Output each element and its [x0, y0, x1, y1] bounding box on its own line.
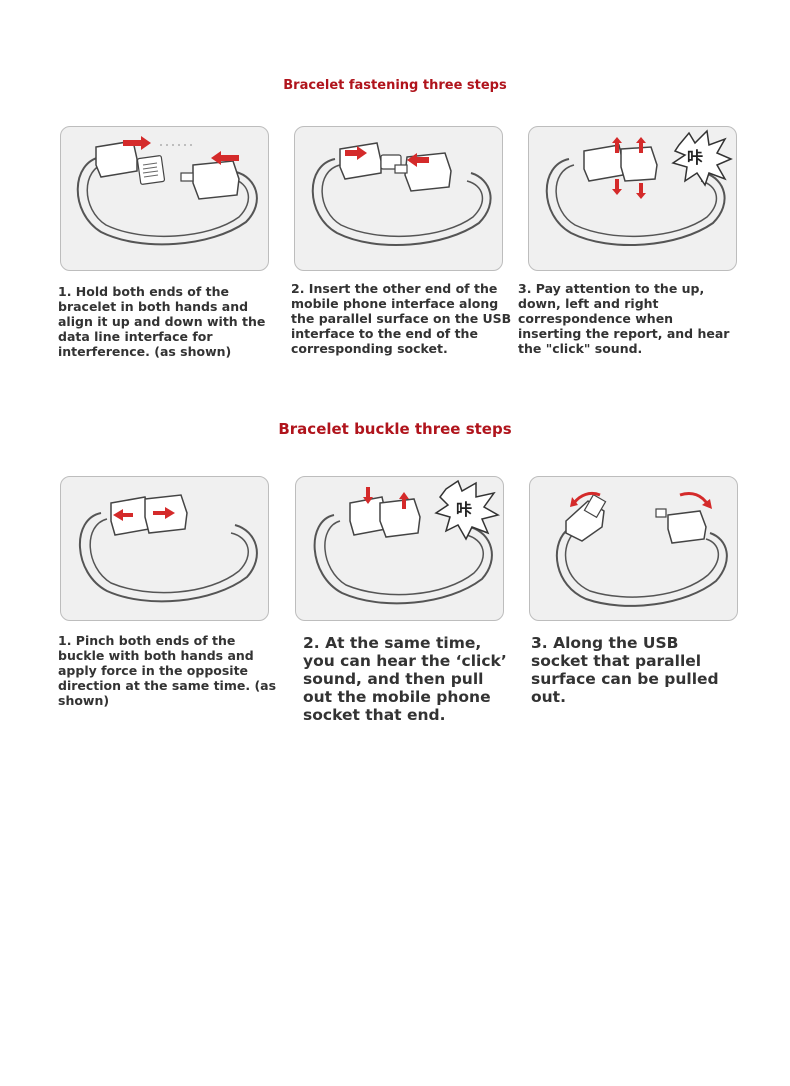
click-burst-icon: 咔 [671, 129, 733, 187]
click-sound-label: 咔 [687, 148, 703, 167]
step-caption-fasten-3: 3. Pay attention to the up, down, left a… [518, 281, 730, 356]
red-arrow-icon [123, 136, 239, 165]
step-image-fasten-3: 咔 [528, 126, 737, 271]
usb-connector-icon [565, 493, 607, 542]
micro-usb-connector-icon [655, 508, 707, 544]
micro-usb-connector-icon [180, 160, 240, 200]
red-arrow-icon [113, 507, 175, 521]
step-image-fasten-2 [294, 126, 503, 271]
step-caption-fasten-1: 1. Hold both ends of the bracelet in bot… [58, 284, 266, 359]
click-burst-icon: 咔 [434, 479, 500, 541]
step-caption-fasten-2: 2. Insert the other end of the mobile ph… [291, 281, 512, 356]
click-sound-label: 咔 [456, 500, 472, 519]
section-title-fastening: Bracelet fastening three steps [283, 78, 507, 93]
step-image-buckle-2: 咔 [295, 476, 504, 621]
red-arrow-icon [363, 487, 409, 509]
usb-connector-icon [583, 144, 658, 182]
step-image-buckle-3 [529, 476, 738, 621]
red-arrow-icon [612, 137, 646, 199]
step-caption-buckle-2: 2. At the same time, you can hear the ‘c… [303, 634, 507, 724]
usb-connector-icon [95, 140, 166, 185]
usb-connector-icon [349, 496, 421, 538]
step-caption-buckle-1: 1. Pinch both ends of the buckle with bo… [58, 633, 277, 708]
usb-connector-icon [339, 142, 402, 180]
step-image-fasten-1 [60, 126, 269, 271]
step-image-buckle-1 [60, 476, 269, 621]
step-caption-buckle-3: 3. Along the USB socket that parallel su… [531, 634, 719, 706]
section-title-buckle: Bracelet buckle three steps [278, 420, 512, 438]
red-arrow-icon [345, 146, 429, 167]
